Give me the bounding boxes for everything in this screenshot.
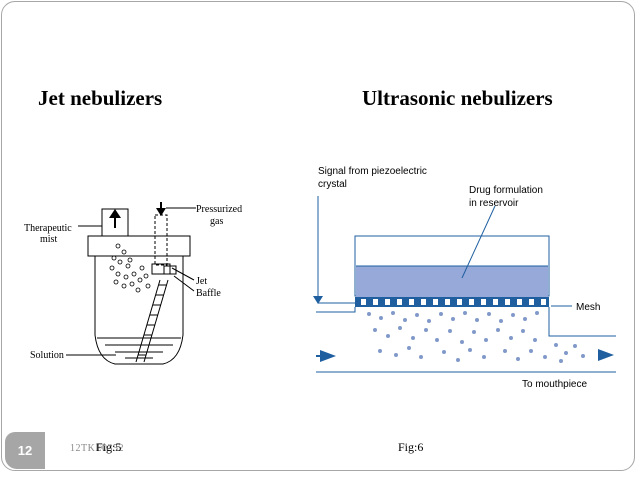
leader-jet: [171, 267, 195, 281]
caption-fig-5: Fig:5: [96, 440, 122, 454]
nebulizer-cap: [87, 235, 191, 257]
label-drug-formulation: Drug formulation: [469, 185, 543, 196]
gas-in-arrow-icon: [156, 202, 166, 216]
flow-out-arrow-icon: [598, 349, 614, 361]
aerosol-droplets: [367, 311, 585, 363]
mist-droplets: [109, 243, 151, 293]
label-jet: Jet: [196, 276, 207, 287]
signal-arrow-icon: [313, 296, 323, 304]
label-in-reservoir: in reservoir: [469, 198, 519, 209]
label-therapeutic: Therapeutic: [24, 223, 72, 234]
caption-fig-6: Fig:6: [398, 440, 424, 454]
label-mist: mist: [40, 234, 57, 245]
mesh: [355, 297, 549, 307]
label-baffle: Baffle: [196, 288, 221, 299]
page-number-badge: 12: [5, 432, 45, 469]
jet-nebulizer-diagram: [66, 202, 196, 365]
leader-baffle: [173, 275, 195, 292]
channel-top-right: [548, 307, 616, 337]
channel-top-left: [316, 307, 356, 313]
label-crystal: crystal: [318, 179, 347, 190]
label-pressurized: Pressurized: [196, 204, 242, 215]
heading-ultrasonic-nebulizers: Ultrasonic nebulizers: [362, 86, 553, 110]
feed-tube: [135, 279, 169, 363]
mist-out-arrow-icon: [109, 209, 121, 228]
drug-formulation: [356, 266, 548, 297]
gas-inlet-tube: [154, 214, 168, 266]
label-gas: gas: [210, 216, 223, 227]
mesh-holes: [361, 299, 546, 305]
leader-drug: [461, 205, 496, 279]
flow-in-arrow-icon: [320, 350, 336, 362]
label-mesh: Mesh: [576, 302, 600, 313]
heading-jet-nebulizers: Jet nebulizers: [38, 86, 163, 110]
label-to-mouthpiece: To mouthpiece: [522, 379, 587, 390]
ultrasonic-nebulizer-diagram: [313, 196, 616, 373]
footer-code: 12TKE0352: [70, 443, 124, 454]
label-solution: Solution: [30, 350, 64, 361]
label-signal: Signal from piezoelectric: [318, 166, 427, 177]
nebulizer-body: [94, 256, 184, 365]
jet-nozzle: [151, 263, 171, 275]
slide-frame: [1, 1, 635, 471]
